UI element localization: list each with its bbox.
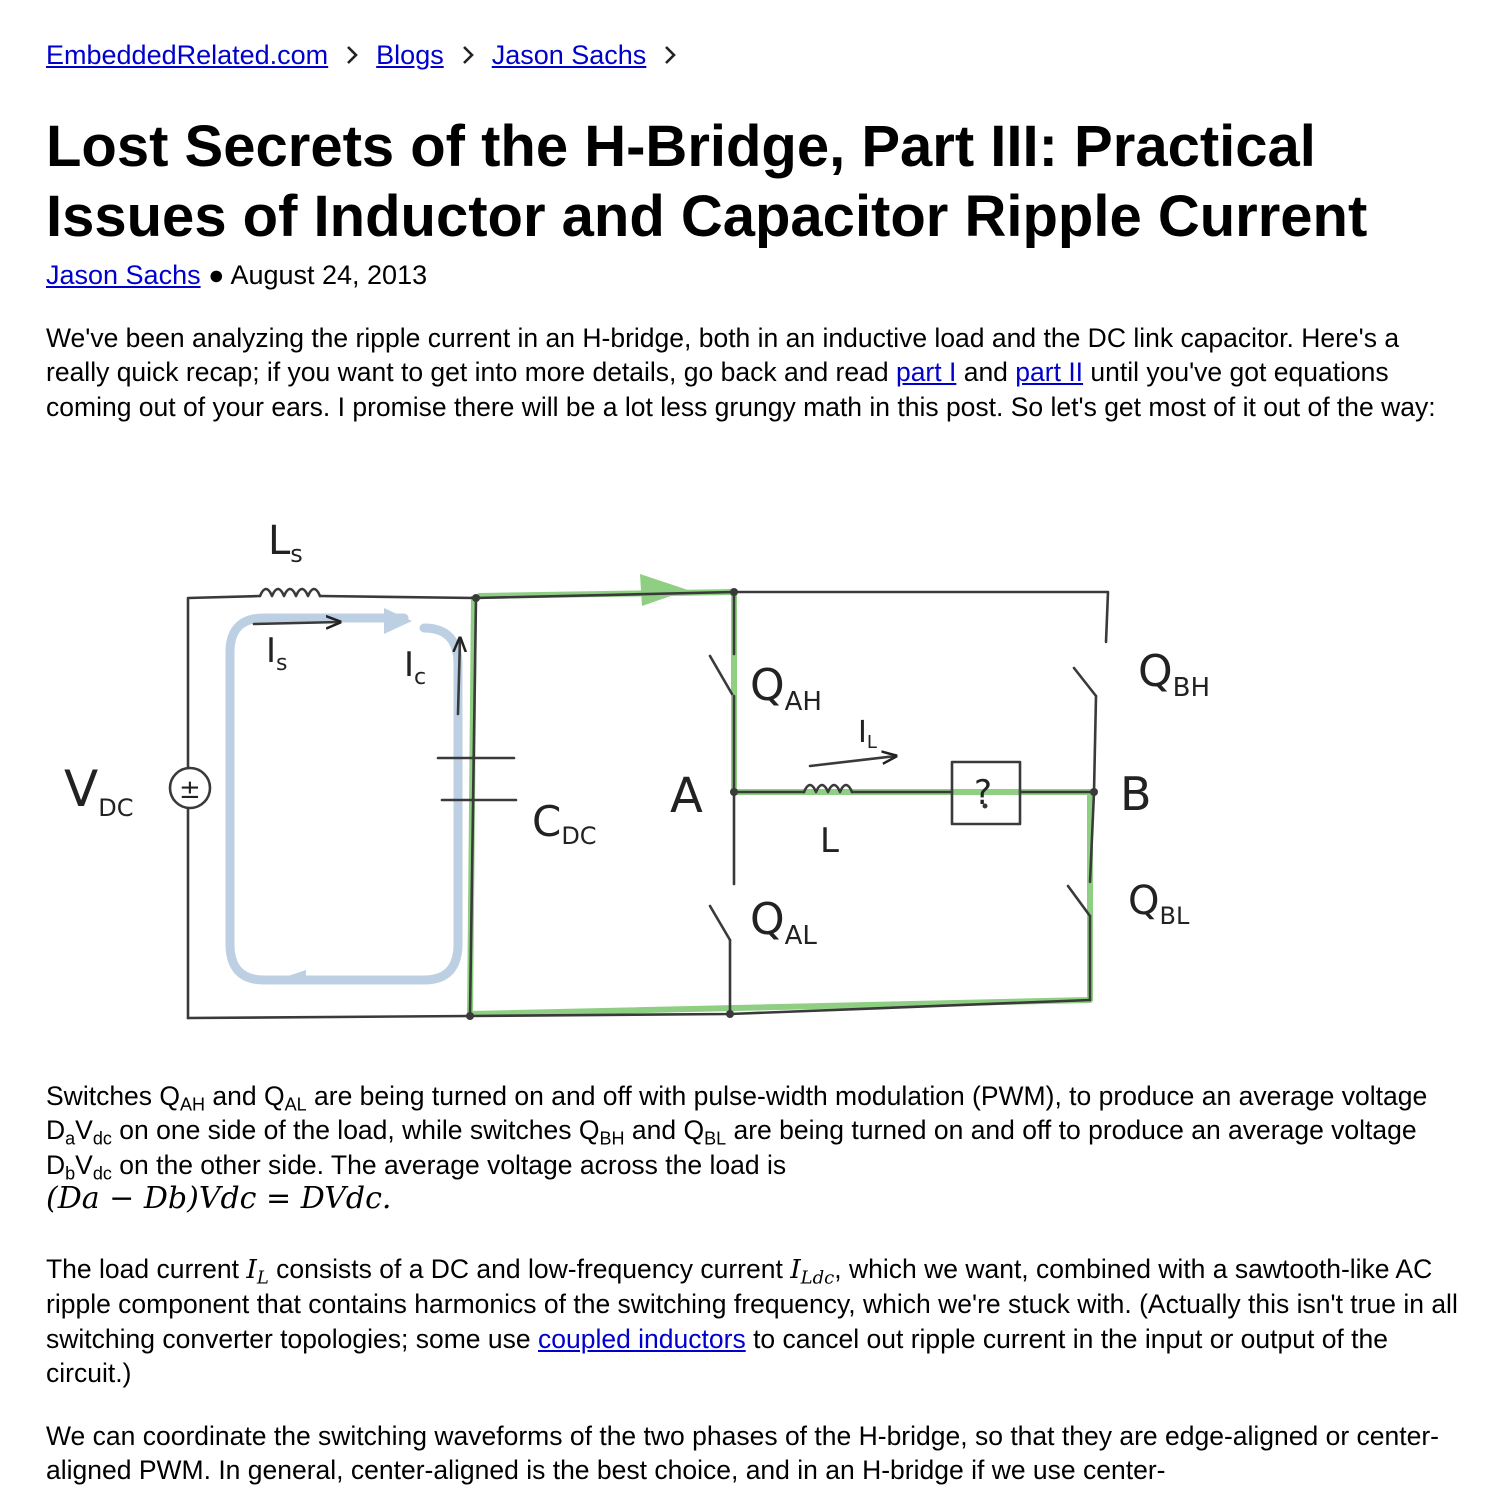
chevron-right-icon (646, 38, 694, 76)
wire-cap-node (468, 596, 478, 1018)
average-voltage-equation: (Da − Db)Vdc = DVdc. (46, 1181, 392, 1217)
byline: Jason Sachs ● August 24, 2013 (46, 256, 427, 294)
junction-dot (982, 803, 988, 809)
subscript: Ldc (800, 1267, 835, 1289)
inductor-l (802, 783, 854, 794)
breadcrumb: EmbeddedRelated.com Blogs Jason Sachs (46, 36, 694, 76)
junction-dot (730, 788, 738, 796)
breadcrumb-link-blogs[interactable]: Blogs (376, 40, 444, 70)
subscript: AH (180, 1094, 206, 1115)
author-link[interactable]: Jason Sachs (46, 260, 201, 290)
subscript: dc (92, 1128, 112, 1149)
text-run: and Q (624, 1115, 705, 1146)
arrow-is (252, 622, 340, 624)
text-run: are being turned on and off with pulse-w… (46, 1081, 1428, 1146)
math-symbol: I (790, 1254, 801, 1285)
green-arrow-icon (640, 574, 688, 606)
part-2-link[interactable]: part II (1015, 357, 1084, 388)
label-load: ? (974, 773, 992, 813)
wire-bottom (186, 998, 1092, 1020)
inductor-ls (258, 587, 322, 598)
label-il: IL (858, 715, 877, 753)
label-vdc: VDC (64, 760, 133, 822)
junction-dot (466, 1012, 474, 1020)
junction-dot (726, 1010, 734, 1018)
switch-qbl (1066, 884, 1092, 918)
subscript: BL (704, 1128, 727, 1149)
label-ic: Ic (404, 645, 426, 690)
label-qah: QAH (750, 660, 822, 717)
label-node-a: A (670, 768, 703, 824)
switch-qbh (1072, 666, 1098, 698)
text-run: V (75, 1149, 93, 1180)
text-run: until you've got equations coming out of… (46, 357, 1436, 422)
text-run: and Q (205, 1081, 285, 1111)
chevron-right-icon (328, 38, 376, 76)
switch-qal (708, 904, 732, 942)
label-l: L (820, 821, 839, 861)
subscript: BH (599, 1128, 625, 1149)
label-qal: QAL (750, 894, 817, 951)
load-current-paragraph: The load current IL consists of a DC and… (46, 1252, 1466, 1391)
switch-qah (708, 654, 734, 696)
part-1-link[interactable]: part I (895, 357, 957, 388)
wire-top-left (186, 594, 262, 1020)
text-run: The load current (46, 1254, 247, 1284)
publish-date: August 24, 2013 (230, 260, 428, 290)
arrow-ic (458, 638, 460, 716)
breadcrumb-link-author[interactable]: Jason Sachs (491, 40, 647, 70)
label-qbl: QBL (1128, 878, 1190, 930)
junction-dot (730, 588, 738, 596)
label-is: Is (266, 631, 288, 676)
label-qbh: QBH (1138, 646, 1210, 703)
h-bridge-circuit-diagram: Ls Is Ic VDC ± CDC A B QAH QAL QBH QBL I… (64, 518, 1210, 1020)
subscript: dc (92, 1163, 112, 1184)
text-run: , which we want, combined with a sawtoot… (46, 1254, 1458, 1354)
subscript: a (65, 1128, 76, 1149)
pwm-paragraph: We can coordinate the switching waveform… (46, 1421, 1439, 1486)
text-run: to cancel out ripple current in the inpu… (46, 1323, 1388, 1389)
loop-arrow-bottom (276, 970, 306, 984)
intro-paragraph: We've been analyzing the ripple current … (46, 321, 1466, 424)
text-run: consists of a DC and low-frequency curre… (268, 1254, 791, 1284)
breadcrumb-link-home[interactable]: EmbeddedRelated.com (46, 40, 329, 70)
math-symbol: I (246, 1254, 257, 1285)
junction-dot (1090, 788, 1098, 796)
subscript: L (256, 1267, 269, 1289)
label-node-b: B (1120, 767, 1152, 821)
text-run: We've been analyzing the ripple current … (46, 323, 1400, 388)
text-run: are being turned on and off to produce a… (46, 1115, 1417, 1180)
subscript: AL (284, 1094, 307, 1115)
coupled-inductors-link[interactable]: coupled inductors (537, 1323, 746, 1354)
loop-arrow-top (384, 608, 412, 634)
load-current-path (467, 589, 1093, 1017)
vdc-sign: ± (179, 775, 201, 805)
subscript: b (65, 1163, 76, 1184)
article-title: Lost Secrets of the H-Bridge, Part III: … (46, 114, 1368, 249)
byline-bullet: ● (208, 260, 225, 290)
switching-paragraph: Switches QAH and QAL are being turned on… (46, 1079, 1466, 1217)
text-run: on one side of the load, while switches … (111, 1115, 600, 1146)
junction-dot (472, 594, 480, 602)
label-cdc: CDC (532, 797, 597, 850)
voltage-source-vdc (168, 766, 212, 810)
text-run: V (75, 1115, 93, 1146)
chevron-right-icon (444, 38, 492, 76)
text-run: on the other side. The average voltage a… (111, 1149, 787, 1180)
text-run: Switches Q (46, 1081, 181, 1111)
arrow-il (808, 756, 896, 768)
label-ls: Ls (268, 518, 303, 568)
text-run: and (956, 357, 1016, 388)
